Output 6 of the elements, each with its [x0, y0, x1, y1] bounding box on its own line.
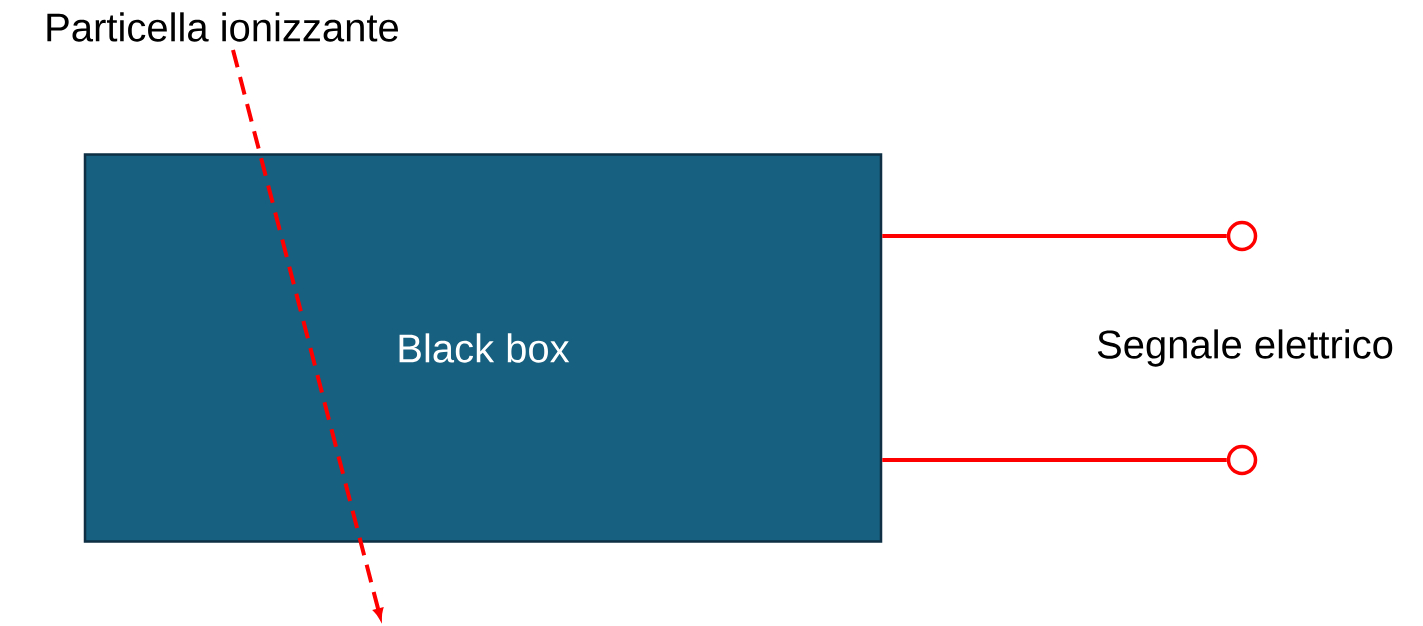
signal-wire — [882, 234, 1227, 238]
terminal-circle — [1226, 444, 1258, 476]
signal-wire — [882, 458, 1227, 462]
signal-label: Segnale elettrico — [1097, 329, 1393, 367]
particle-label: Particella ionizzante — [47, 12, 398, 42]
terminal-circle — [1226, 220, 1258, 252]
